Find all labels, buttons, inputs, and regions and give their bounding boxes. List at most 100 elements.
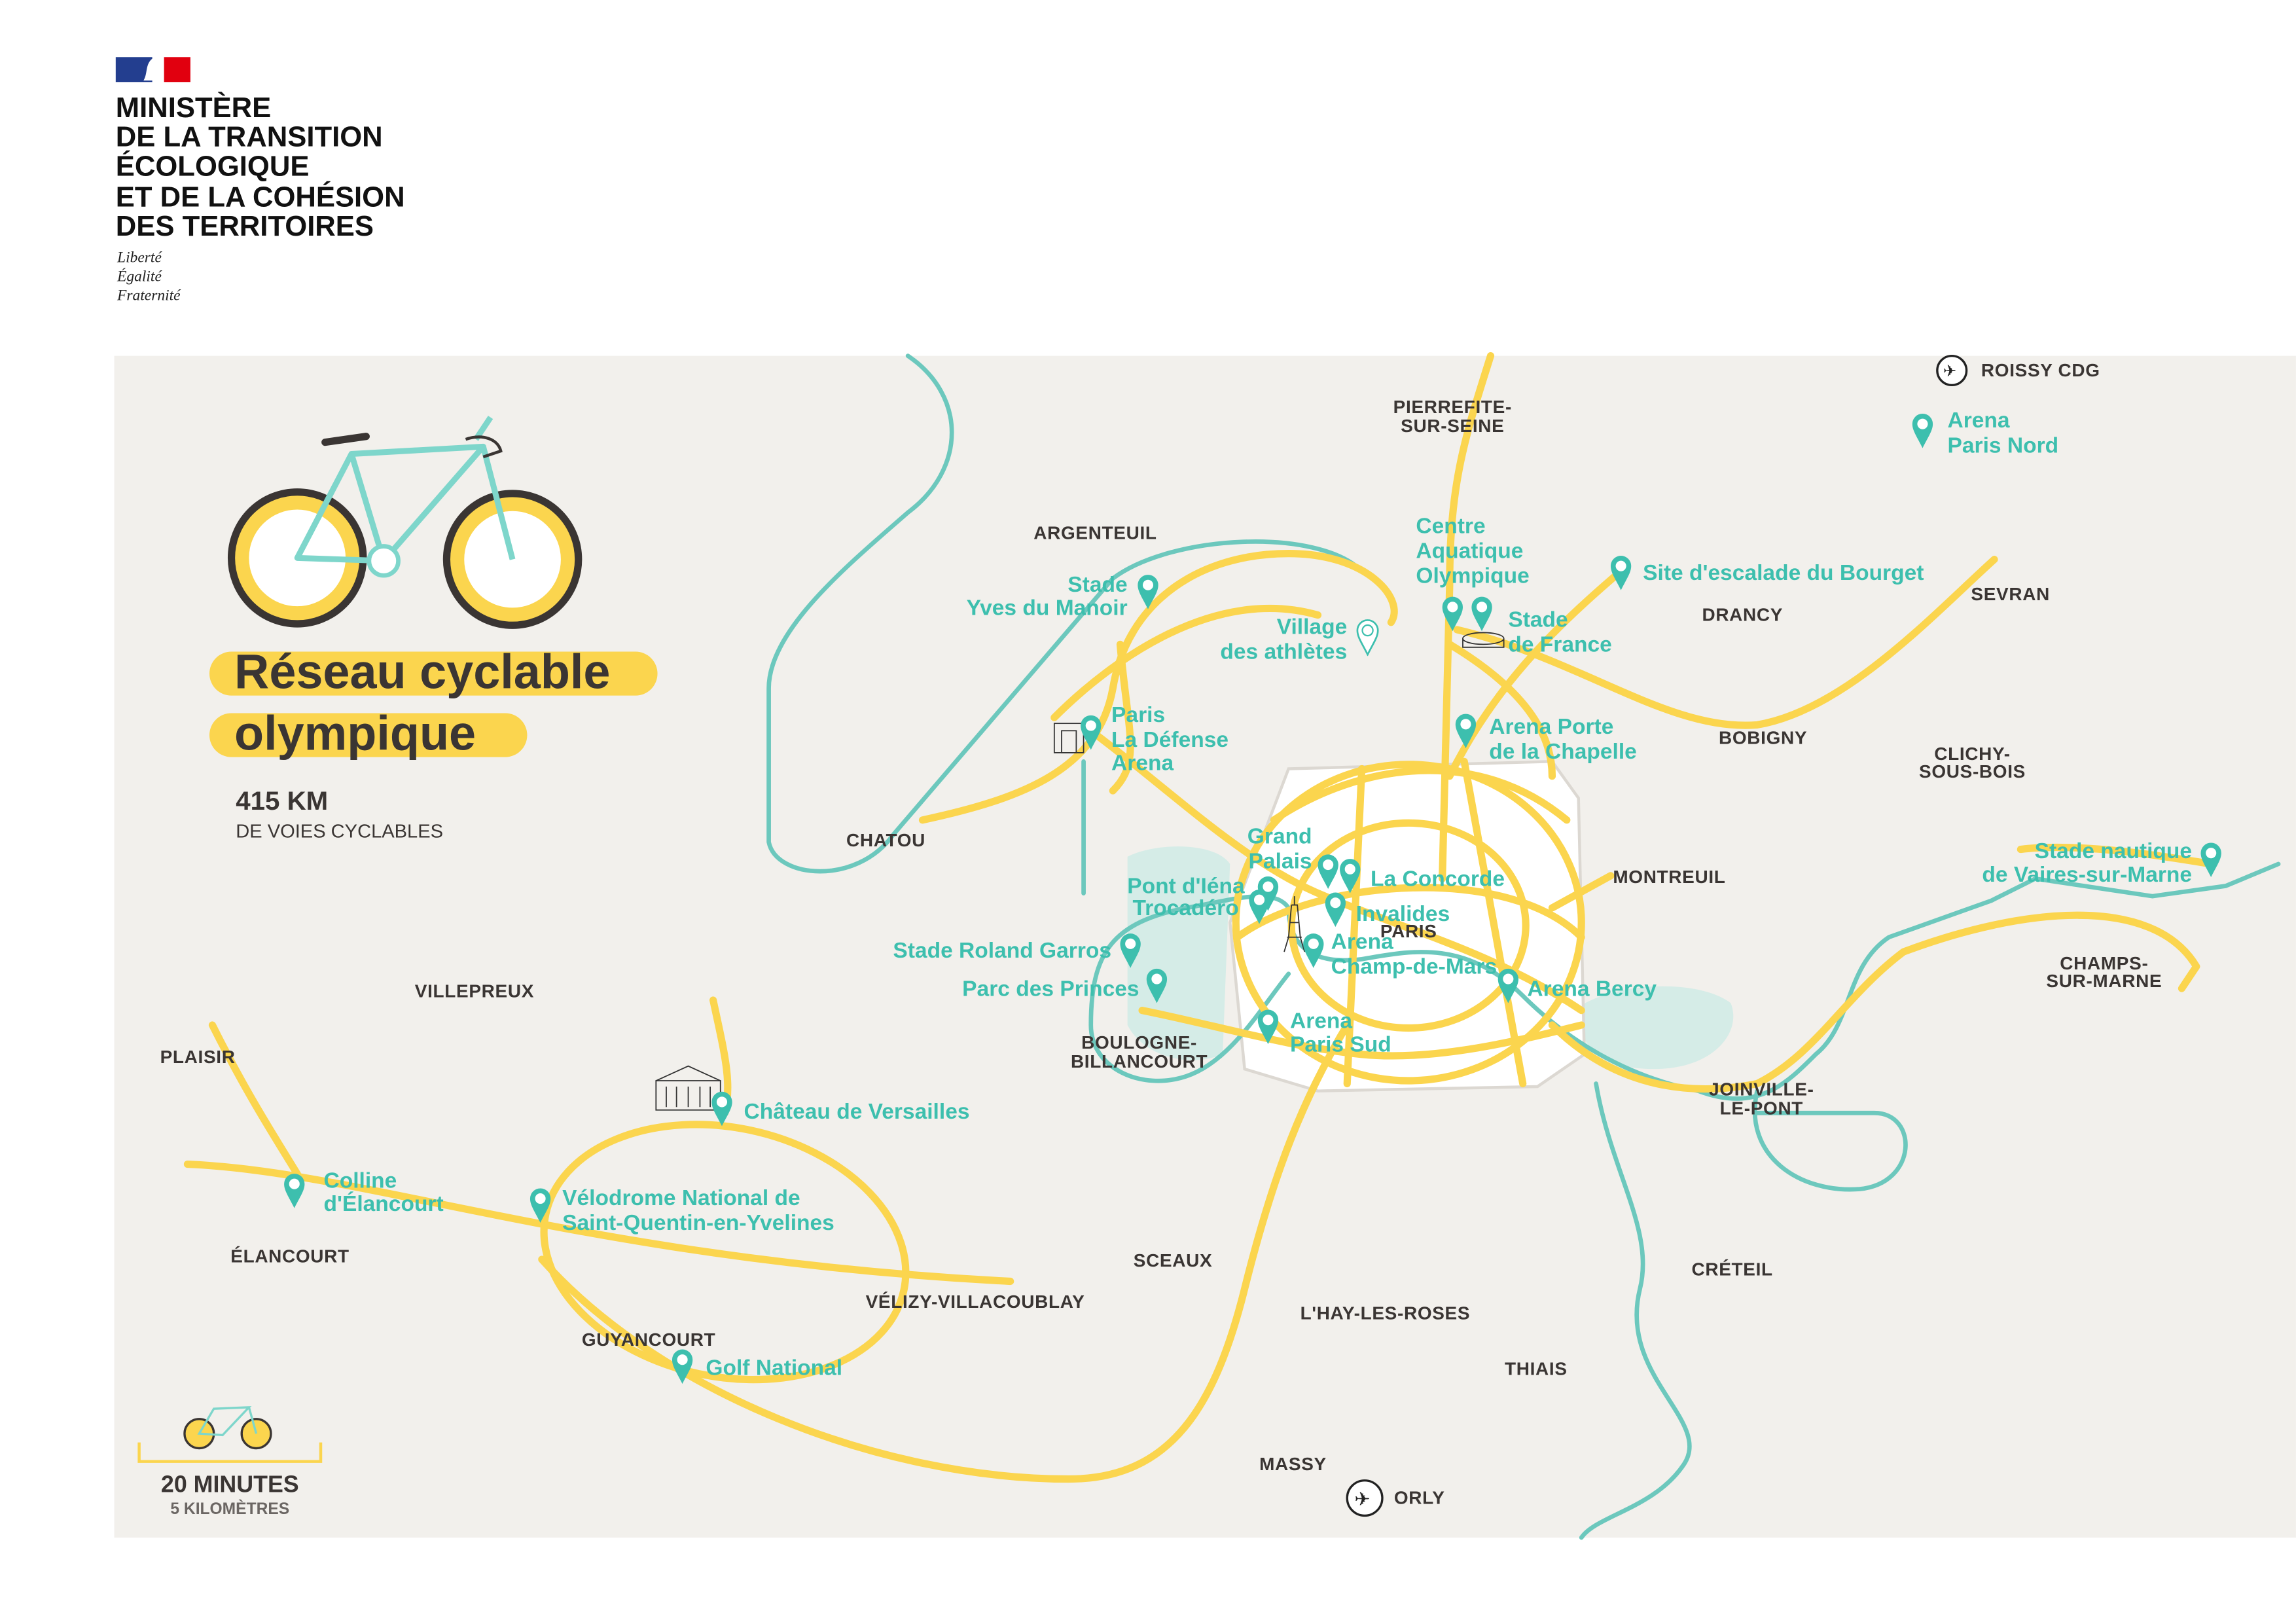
place-sceaux: SCEAUX xyxy=(1134,1250,1213,1271)
place-boulogne: BOULOGNE- xyxy=(1081,1032,1197,1053)
venue-label: Golf National xyxy=(706,1356,842,1380)
venue-label: Arena Bercy xyxy=(1527,977,1657,1001)
venue-escalade-bourget[interactable]: Site d'escalade du Bourget xyxy=(1610,555,1924,590)
venue-label: Olympique xyxy=(1416,564,1529,588)
venue-label: Centre xyxy=(1416,514,1485,538)
venue-roland-garros[interactable]: Stade Roland Garros xyxy=(893,933,1141,968)
place-champs: SUR-MARNE xyxy=(2046,971,2162,991)
place-massy: MASSY xyxy=(1259,1454,1327,1474)
place-creteil: CRÉTEIL xyxy=(1691,1259,1772,1280)
place-champs: CHAMPS- xyxy=(2060,953,2148,973)
place-lhay: L'HAY-LES-ROSES xyxy=(1300,1303,1471,1324)
venue-label: Invalides xyxy=(1356,902,1450,926)
place-villepreux: VILLEPREUX xyxy=(415,981,534,1001)
airport-icon xyxy=(1936,354,1968,387)
motto-line: Fraternité xyxy=(117,287,181,304)
venue-stade-de-france[interactable]: Stade de France xyxy=(1471,596,1612,657)
venue-label: Château de Versailles xyxy=(744,1100,970,1124)
venue-grand-palais[interactable]: Grand Palais xyxy=(1247,825,1338,889)
network-length: 415 KM xyxy=(236,786,328,816)
venue-label: de France xyxy=(1508,633,1611,657)
venue-label: Arena Porte xyxy=(1489,715,1613,739)
place-drancy: DRANCY xyxy=(1702,605,1783,625)
place-joinville: LE-PONT xyxy=(1720,1098,1803,1118)
venue-village-athletes[interactable]: Village des athlètes xyxy=(1220,615,1379,664)
venue-label: Aquatique xyxy=(1416,539,1523,563)
bois-de-vincennes xyxy=(1574,986,1734,1070)
venues: Arena Paris Nord Site d'escalade du Bour… xyxy=(284,408,2221,1384)
venue-arena-paris-sud[interactable]: Arena Paris Sud xyxy=(1257,1009,1391,1056)
venue-vaires-sur-marne[interactable]: Stade nautique de Vaires-sur-Marne xyxy=(1982,839,2221,887)
venue-colline-elancourt[interactable]: Colline d'Élancourt xyxy=(284,1168,444,1216)
flag-red xyxy=(164,57,190,82)
ministry-line: ÉCOLOGIQUE xyxy=(116,149,310,182)
place-guyancourt: GUYANCOURT xyxy=(582,1329,715,1350)
venue-label: Paris Nord xyxy=(1947,433,2058,458)
venue-label: de la Chapelle xyxy=(1489,740,1637,764)
place-bobigny: BOBIGNY xyxy=(1719,727,1807,748)
place-orly: ORLY xyxy=(1394,1488,1445,1508)
venue-arena-paris-nord[interactable]: Arena Paris Nord xyxy=(1912,408,2058,458)
scale-distance: 5 KILOMÈTRES xyxy=(170,1500,289,1518)
place-elancourt: ÉLANCOURT xyxy=(230,1246,350,1266)
venue-golf-national[interactable]: Golf National xyxy=(672,1349,842,1384)
place-pierrefite: SUR-SEINE xyxy=(1401,416,1504,436)
venue-label: Arena xyxy=(1111,751,1174,776)
venue-label: Pont d'Iéna xyxy=(1127,875,1245,899)
venue-la-defense-arena[interactable]: Paris La Défense Arena xyxy=(1081,703,1229,776)
venue-label: Arena xyxy=(1947,408,2009,433)
marianne-icon xyxy=(143,58,162,81)
venue-porte-de-la-chapelle[interactable]: Arena Porte de la Chapelle xyxy=(1455,713,1637,764)
map-scale: 20 MINUTES 5 KILOMÈTRES xyxy=(137,1406,323,1518)
place-thiais: THIAIS xyxy=(1505,1359,1568,1379)
venue-label: Trocadéro xyxy=(1133,896,1239,920)
venue-label: Yves du Manoir xyxy=(967,596,1128,621)
government-logo: MINISTÈRE DE LA TRANSITION ÉCOLOGIQUE ET… xyxy=(115,57,405,304)
venue-label: Colline xyxy=(323,1168,397,1193)
venue-champ-de-mars[interactable]: Arena Champ-de-Mars xyxy=(1303,930,1497,979)
airport-icon xyxy=(1346,1479,1384,1517)
place-argenteuil: ARGENTEUIL xyxy=(1033,522,1157,543)
venue-la-concorde[interactable]: La Concorde xyxy=(1340,859,1505,893)
venue-velodrome-sqy[interactable]: Vélodrome National de Saint-Quentin-en-Y… xyxy=(529,1186,834,1235)
la-defense-arch-icon xyxy=(1053,723,1085,753)
venue-label: Champ-de-Mars xyxy=(1331,955,1498,979)
venue-invalides[interactable]: Invalides xyxy=(1325,892,1450,928)
venue-label: Stade Roland Garros xyxy=(893,939,1111,963)
place-boulogne: BILLANCOURT xyxy=(1071,1051,1208,1072)
place-paris: PARIS xyxy=(1380,921,1437,941)
rivers xyxy=(766,353,2281,1540)
plane-icon: ✈ xyxy=(1943,363,1957,380)
place-labels: ✈ ROISSY CDG PIERREFITE- SUR-SEINE ARGEN… xyxy=(160,354,2162,1517)
venue-label: La Défense xyxy=(1111,728,1229,752)
motto-line: Égalité xyxy=(117,268,162,285)
scale-time: 20 MINUTES xyxy=(161,1471,299,1498)
venue-label: Vélodrome National de xyxy=(562,1186,800,1210)
venue-pont-iena-trocadero[interactable]: Pont d'Iéna Trocadéro xyxy=(1127,875,1279,924)
motto-line: Liberté xyxy=(117,249,162,266)
place-roissy: ROISSY CDG xyxy=(1981,360,2100,380)
venue-arena-bercy[interactable]: Arena Bercy xyxy=(1498,968,1657,1003)
stade-de-france-icon xyxy=(1462,632,1505,648)
ministry-line: ET DE LA COHÉSION xyxy=(116,180,405,213)
venue-parc-des-princes[interactable]: Parc des Princes xyxy=(962,968,1168,1003)
venue-label: de Vaires-sur-Marne xyxy=(1982,863,2192,887)
ministry-line: DE LA TRANSITION xyxy=(116,122,383,153)
title-line-2: olympique xyxy=(234,706,476,760)
bois-de-boulogne xyxy=(1127,846,1230,1060)
venue-label: Stade xyxy=(1508,608,1568,632)
venue-centre-aquatique[interactable]: Centre Aquatique Olympique xyxy=(1416,514,1530,632)
venue-label: Palais xyxy=(1249,850,1312,874)
venue-yves-du-manoir[interactable]: Stade Yves du Manoir xyxy=(967,573,1158,621)
place-clichy: CLICHY- xyxy=(1934,744,2011,764)
map-title: Réseau cyclable olympique 415 KM DE VOIE… xyxy=(209,644,658,842)
venue-label: des athlètes xyxy=(1220,640,1347,664)
plane-icon: ✈ xyxy=(1354,1489,1370,1510)
place-pierrefite: PIERREFITE- xyxy=(1393,397,1512,417)
place-clichy: SOUS-BOIS xyxy=(1919,761,2026,782)
place-sevran: SEVRAN xyxy=(1971,584,2050,604)
network-length-label: DE VOIES CYCLABLES xyxy=(236,821,443,842)
venue-label: Village xyxy=(1277,615,1348,640)
venue-chateau-versailles[interactable]: Château de Versailles xyxy=(711,1091,970,1127)
